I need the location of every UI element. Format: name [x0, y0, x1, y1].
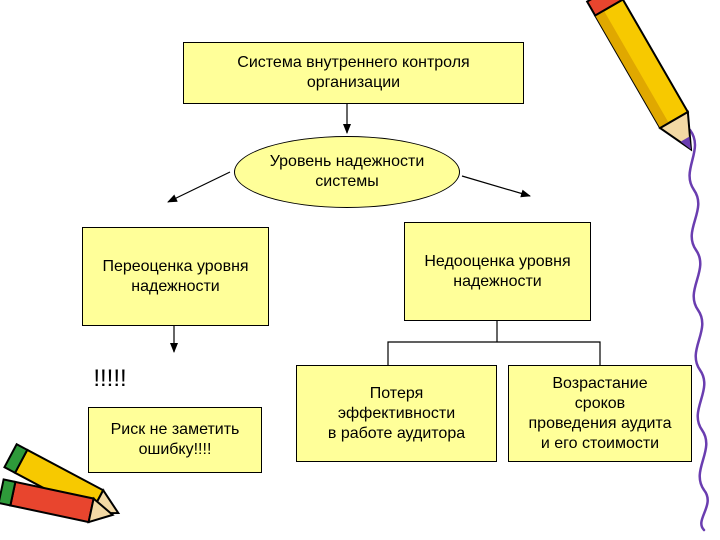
arrow-level-to-over — [167, 171, 231, 203]
efficiency-loss-box: Потеря эффективности в работе аудитора — [296, 365, 497, 462]
efficiency-loss-label: Потеря эффективности в работе аудитора — [327, 384, 466, 442]
bracket-under-children — [387, 341, 601, 365]
risk-box: Риск не заметить ошибку!!!! — [88, 407, 262, 473]
cost-increase-box: Возрастание сроков проведения аудита и е… — [508, 365, 692, 462]
underestimation-label: Недооценка уровня надежности — [424, 252, 571, 290]
reliability-level-oval: Уровень надежности системы — [234, 136, 460, 208]
overestimation-box: Переоценка уровня надежности — [82, 227, 269, 326]
exclamation-text: !!!!! — [93, 365, 127, 392]
reliability-level-label: Уровень надежности системы — [269, 153, 425, 190]
system-label: Система внутреннего контроля организации — [237, 54, 470, 91]
cost-increase-label: Возрастание сроков проведения аудита и е… — [528, 374, 672, 452]
underestimation-box: Недооценка уровня надежности — [404, 222, 591, 321]
risk-label: Риск не заметить ошибку!!!! — [110, 421, 240, 458]
arrow-level-to-under — [461, 175, 531, 198]
system-box: Система внутреннего контроля организации — [183, 42, 524, 104]
overestimation-label: Переоценка уровня надежности — [102, 257, 249, 295]
